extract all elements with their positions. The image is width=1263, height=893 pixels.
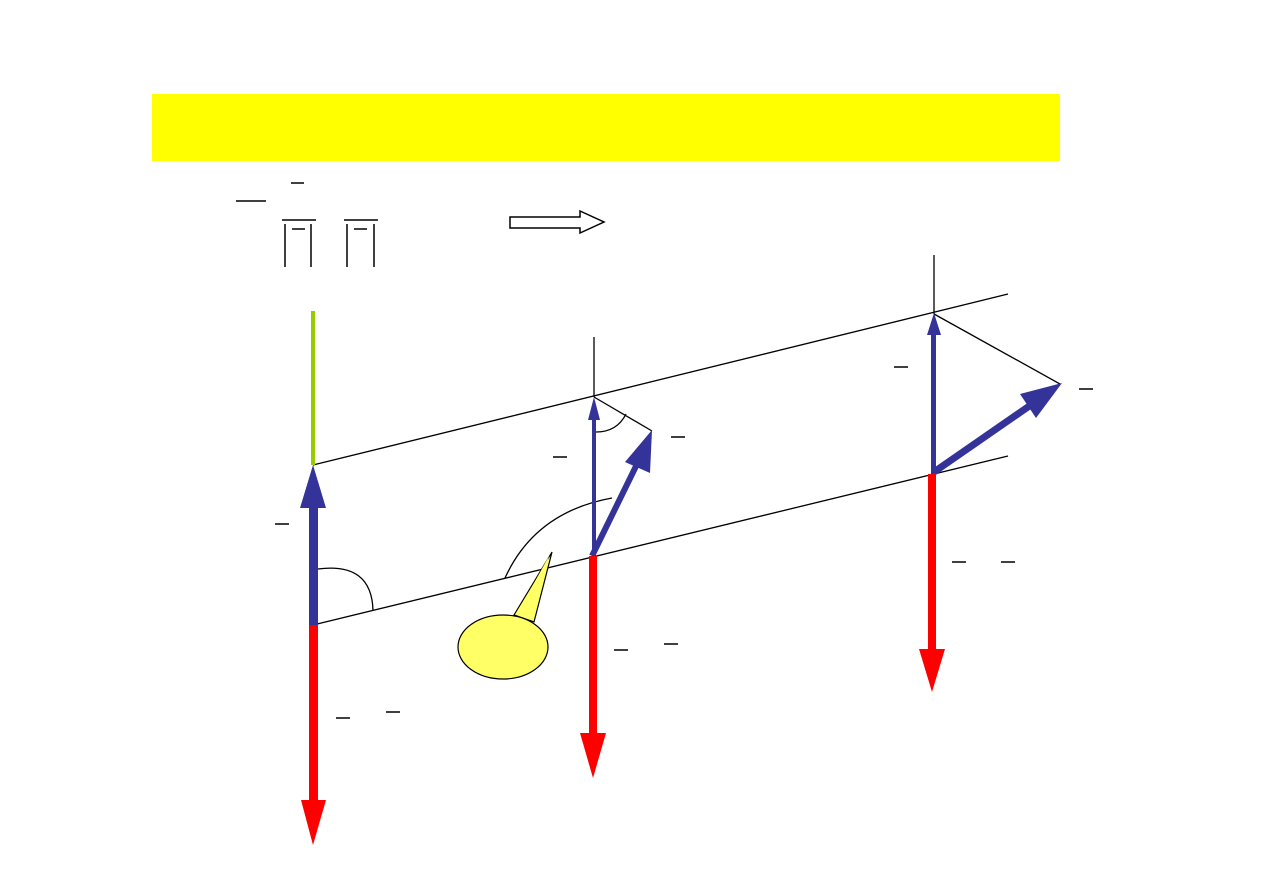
left-reverse-vector [301, 625, 326, 845]
mid-perp [593, 396, 653, 432]
mid-applied-vector [589, 430, 652, 558]
right-applied-vector [932, 383, 1062, 475]
left-projection-vector [300, 465, 326, 625]
right-reverse-vector [919, 474, 945, 692]
left-angle-arc [317, 567, 374, 612]
mid-reverse-vector [580, 556, 606, 778]
label-overbars [275, 366, 1093, 719]
callout-bubble [457, 551, 553, 680]
right-projection-vector [927, 313, 941, 474]
mid-angle-arc [595, 413, 627, 433]
guide-lines [312, 255, 1061, 626]
formula [236, 182, 378, 267]
mid-projection-vector [588, 397, 600, 556]
title-banner [152, 94, 1060, 161]
upper-line [312, 293, 1009, 466]
lower-line [312, 455, 1009, 626]
implies-arrow-icon [509, 209, 606, 235]
right-perp [933, 313, 1061, 385]
